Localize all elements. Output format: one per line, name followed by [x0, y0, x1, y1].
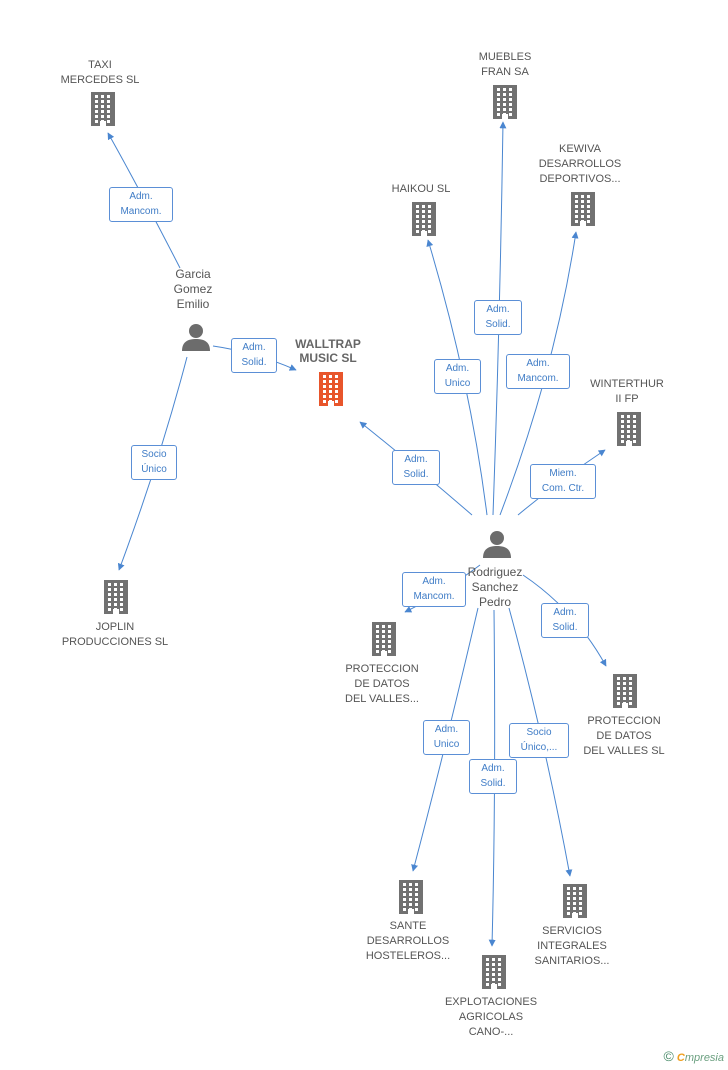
edge-label-garcia-walltrap[interactable]: Adm. Solid. [231, 338, 277, 373]
company-label-walltrap: WALLTRAP MUSIC SL [295, 337, 361, 365]
edge-label-rod-haikou[interactable]: Adm. Unico [434, 359, 481, 394]
building-icon [560, 884, 590, 918]
company-label-proteccion-1: PROTECCION DE DATOS DEL VALLES... [345, 663, 419, 705]
edge-label-rod-kewiva[interactable]: Adm. Mancom. [506, 354, 570, 389]
person-label-garcia: Garcia Gomez Emilio [173, 267, 213, 311]
building-icon [479, 955, 509, 989]
edge-label-garcia-joplin[interactable]: Socio Único [131, 445, 177, 480]
company-label-proteccion-2: PROTECCION DE DATOS DEL VALLES SL [583, 715, 665, 757]
building-icon [369, 622, 399, 656]
brand-name: mpresia [684, 1052, 724, 1064]
company-label-taxi-mercedes: TAXI MERCEDES SL [60, 59, 140, 86]
edge-label-rod-explotaciones[interactable]: Adm. Solid. [469, 759, 517, 794]
edge-label-rod-sante[interactable]: Adm. Unico [423, 720, 470, 755]
edge-label-rod-proteccion-2[interactable]: Adm. Solid. [541, 603, 589, 638]
edge-label-rod-proteccion-1[interactable]: Adm. Mancom. [402, 572, 466, 607]
building-icon [88, 92, 118, 126]
building-icon [101, 580, 131, 614]
edge-label-rod-servicios[interactable]: Socio Único,... [509, 723, 569, 758]
building-icon [409, 202, 439, 236]
company-label-kewiva: KEWIVA DESARROLLOS DEPORTIVOS... [538, 143, 622, 185]
person-icon [181, 323, 211, 351]
person-label-rodriguez: Rodriguez Sanchez Pedro [467, 565, 523, 609]
building-icon [614, 412, 644, 446]
building-icon [316, 372, 346, 406]
person-icon [482, 530, 512, 558]
edge-label-rod-winterthur[interactable]: Miem. Com. Ctr. [530, 464, 596, 499]
brand-initial: C [676, 1052, 685, 1064]
building-icon [568, 192, 598, 226]
company-label-servicios: SERVICIOS INTEGRALES SANITARIOS... [534, 925, 610, 967]
company-label-muebles-fran: MUEBLES FRAN SA [478, 51, 532, 78]
footer-brand: © Cmpresia [664, 1048, 724, 1064]
building-icon [490, 85, 520, 119]
company-label-joplin: JOPLIN PRODUCCIONES SL [61, 621, 169, 648]
edge-label-garcia-taxi[interactable]: Adm. Mancom. [109, 187, 173, 222]
edge-label-rod-muebles[interactable]: Adm. Solid. [474, 300, 522, 335]
company-label-haikou: HAIKOU SL [391, 183, 451, 195]
company-label-explotaciones: EXPLOTACIONES AGRICOLAS CANO-... [444, 996, 538, 1038]
edge-label-rod-walltrap[interactable]: Adm. Solid. [392, 450, 440, 485]
building-icon [610, 674, 640, 708]
company-label-winterthur: WINTERTHUR II FP [590, 378, 664, 405]
building-icon [396, 880, 426, 914]
copyright-symbol: © [663, 1048, 674, 1064]
company-label-sante: SANTE DESARROLLOS HOSTELEROS... [365, 920, 451, 962]
